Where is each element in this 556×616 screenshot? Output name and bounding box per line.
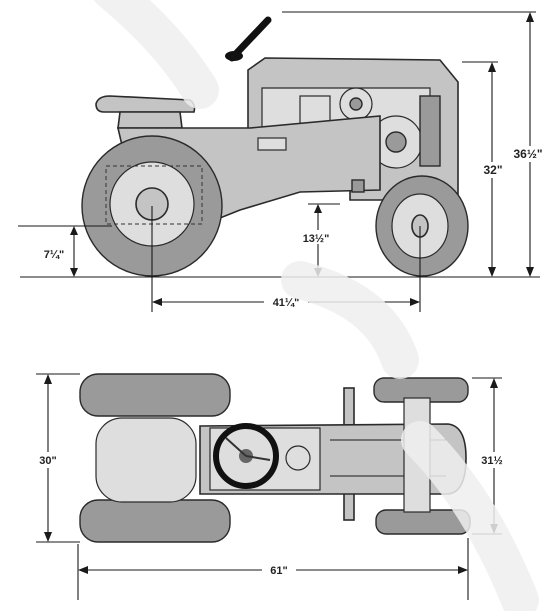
dim-overall-length-label: 61": [270, 565, 287, 577]
dim-hood-height-label: 32": [483, 163, 502, 177]
dim-rear-width: 30": [32, 373, 80, 543]
rear-tire-top: [79, 373, 231, 543]
dim-hood-height: 32": [462, 61, 508, 277]
watermark: [93, 0, 539, 616]
front-tire-top: [373, 377, 471, 535]
dim-rear-clearance-label: 7¼": [44, 249, 65, 261]
dim-overall-height-label: 36½": [513, 147, 542, 161]
dim-overall-length: 61": [77, 538, 469, 600]
dim-overall-height: 36½": [282, 11, 552, 277]
steering-column: [225, 16, 272, 62]
side-view: 36½" 32" 13½" 7¼": [18, 11, 552, 312]
dim-front-clearance-label: 13½": [303, 233, 330, 245]
steering-wheel: [213, 423, 279, 489]
dim-rear-width-label: 30": [39, 455, 56, 467]
dim-front-clearance: 13½": [296, 203, 340, 277]
seat: [95, 95, 196, 129]
dim-wheelbase-label: 41¼": [273, 297, 300, 309]
dim-rear-clearance: 7¼": [18, 225, 112, 277]
dim-front-width-label: 31½: [481, 455, 502, 467]
